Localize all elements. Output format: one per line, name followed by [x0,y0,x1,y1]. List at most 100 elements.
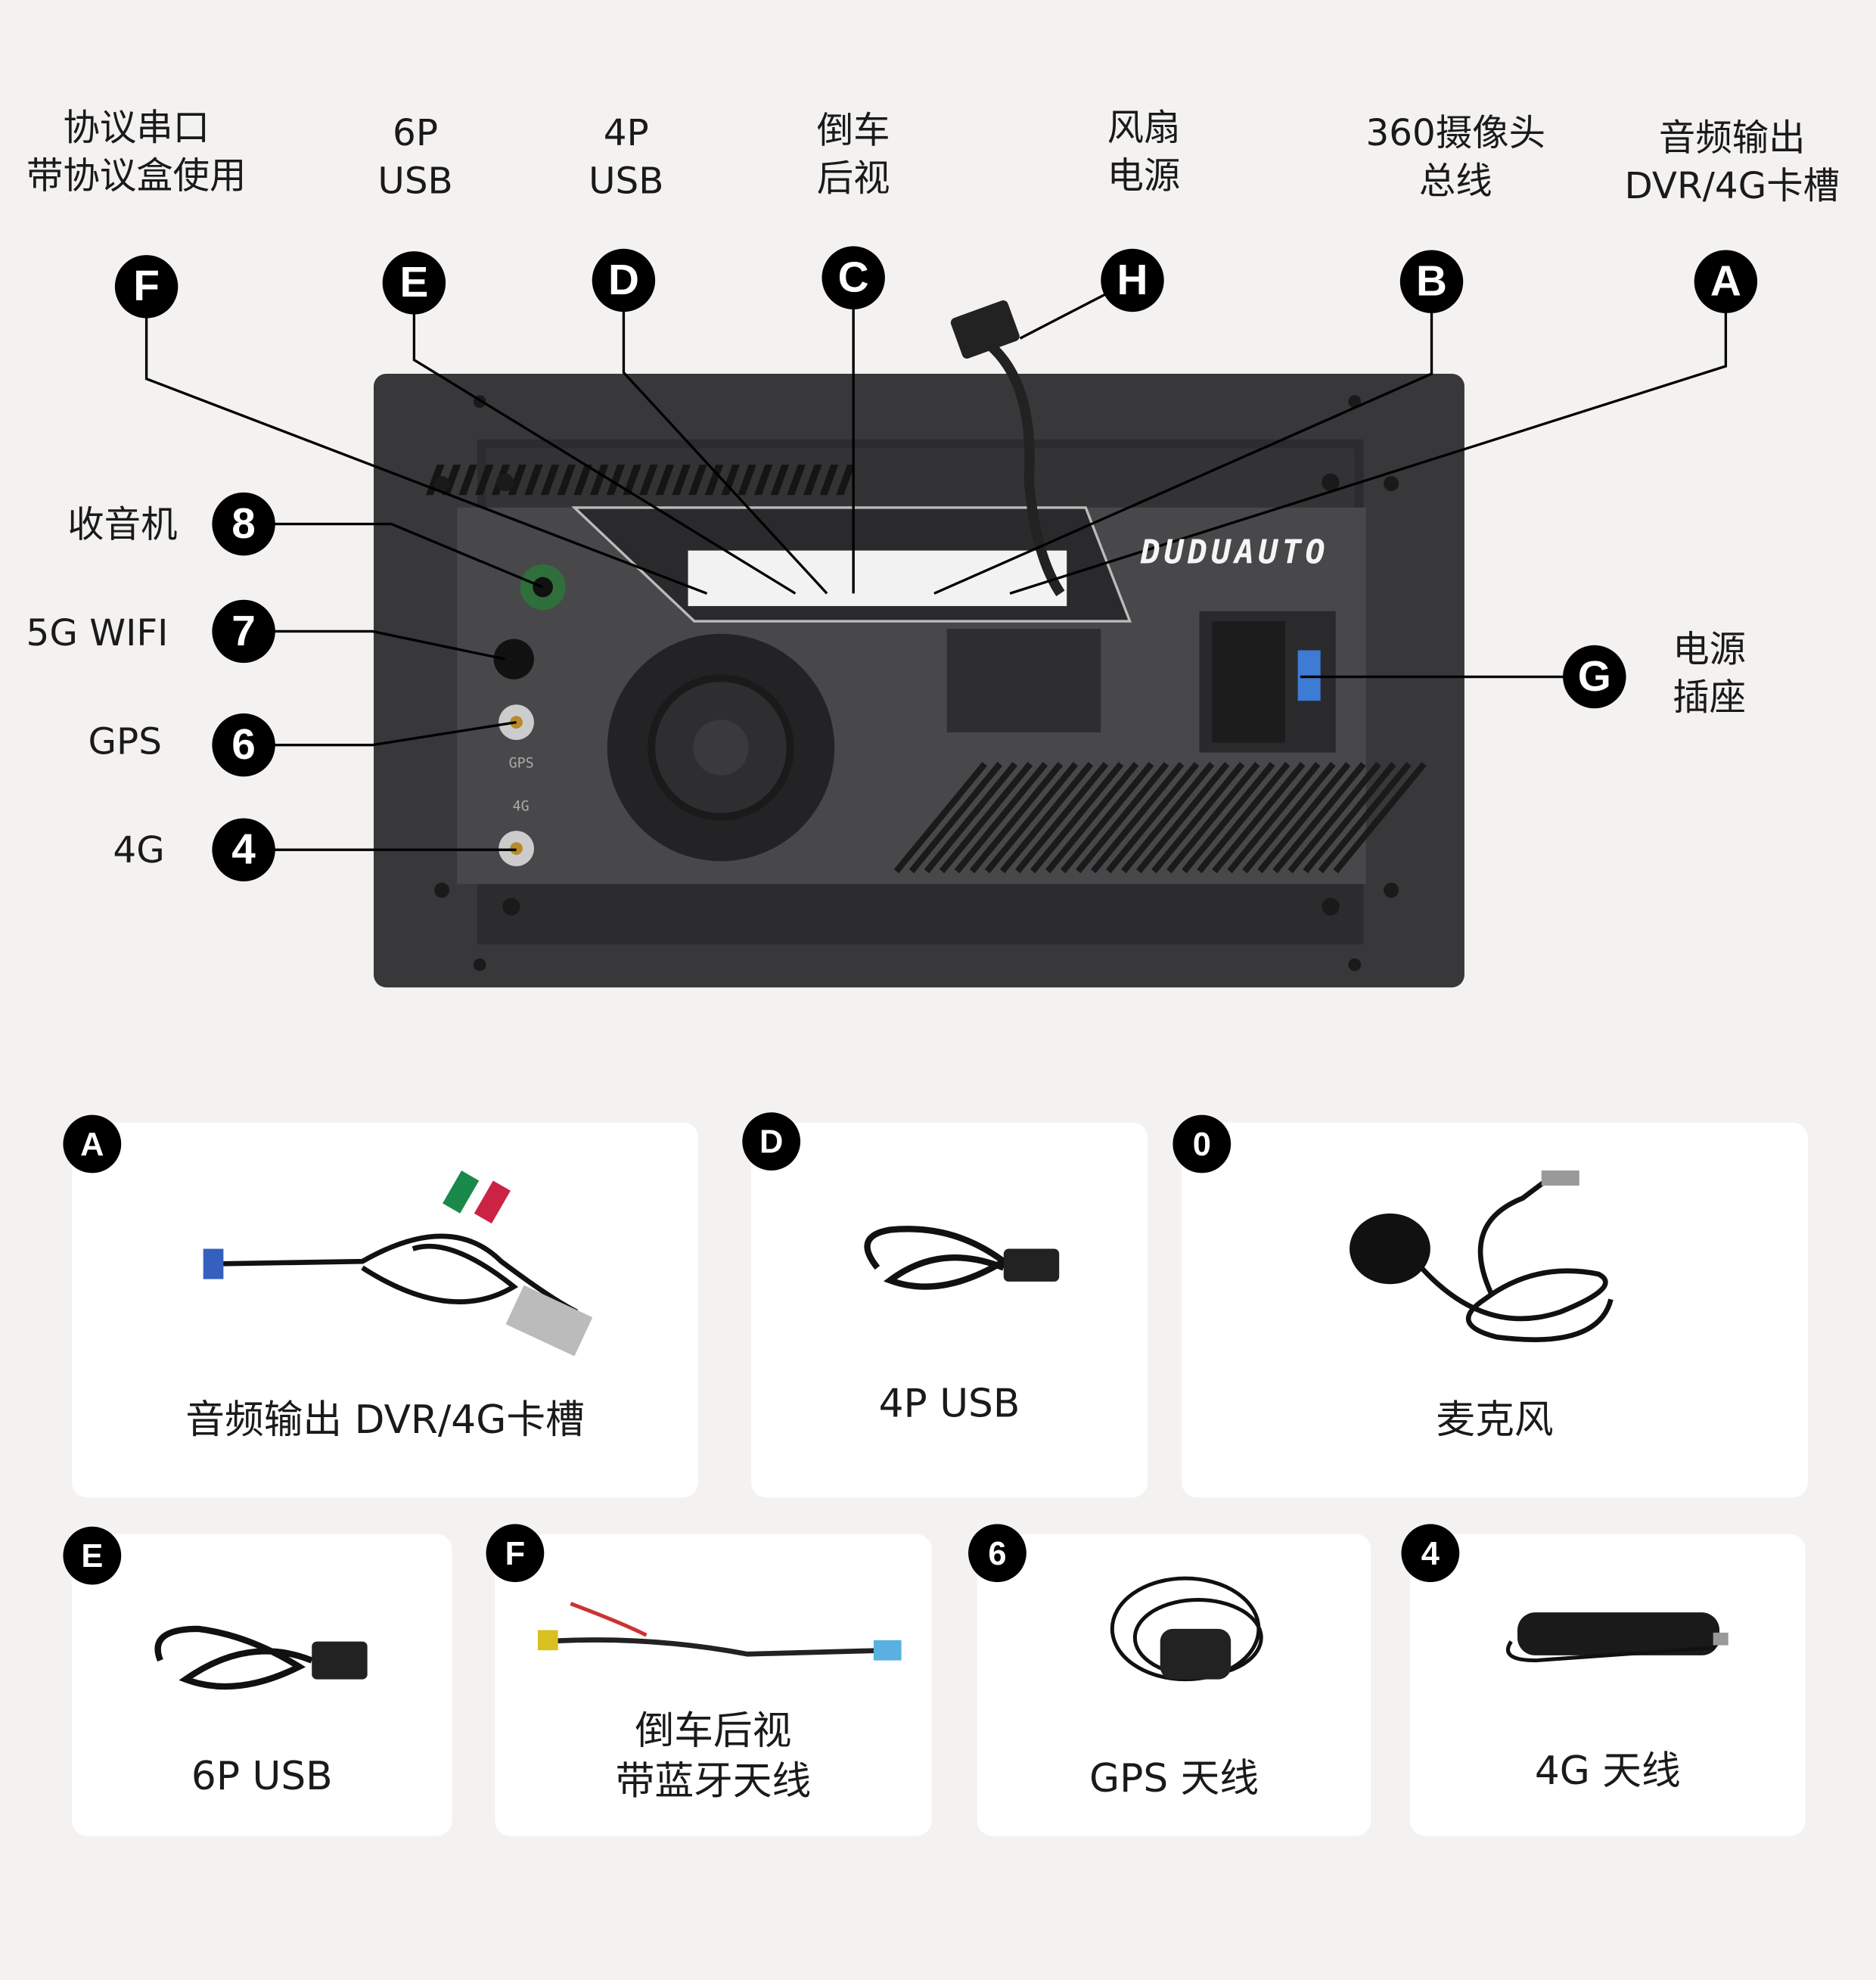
vent-slot [1197,762,1291,874]
card-4p-usb: 4P USB [750,1122,1148,1498]
vent-slot [738,465,756,496]
vent-slot [458,465,477,496]
card-label: GPS 天线 [1089,1756,1259,1802]
card-label: 6P USB [191,1754,333,1800]
vent-slot [836,465,855,496]
card-microphone: 麦克风 [1182,1122,1808,1498]
vent-slot [954,762,1048,874]
badge-4: 4 [1401,1524,1460,1583]
vent-slot [1030,762,1124,874]
label-4g: 4G [113,828,165,872]
marker-c: C [822,246,885,309]
vent-slot [672,465,691,496]
label-f: 协议串口带协议盒使用 [26,106,247,197]
marker-4: 4 [212,818,275,881]
vent-slot [639,465,658,496]
vent-slot [984,762,1079,874]
vent-slot [573,465,592,496]
vent-slot [589,465,609,496]
marker-7: 7 [212,599,275,664]
card-6p-usb: 6P USB [72,1534,452,1836]
vent-slot [1303,762,1396,874]
vent-slot [1287,762,1381,874]
card-label: 4P USB [878,1381,1020,1427]
vent-slot [924,762,1018,874]
vent-slot [1136,762,1230,874]
vent-slot [1272,762,1366,874]
port-label-gps: GPS [509,756,534,772]
vent-slot [704,465,724,496]
card-audio-harness: 音频输出 DVR/4G卡槽 [72,1122,698,1498]
marker-b: B [1399,250,1464,313]
vent-slot [1212,762,1306,874]
vent-slot [819,465,839,496]
vent-slot [1091,762,1185,874]
marker-d: D [592,248,656,312]
vent-slot [721,465,741,496]
vent-slot [1076,762,1169,874]
vent-slot [1257,762,1351,874]
vent-slot [770,465,790,496]
label-b: 360摄像头总线 [1365,110,1546,203]
device-rear-panel: /* vents drawn below */ GPS 4G DUDUAUTO [144,278,1728,988]
vent-slot [688,465,707,496]
port-label-4g: 4G [513,798,530,814]
vent-slot [908,762,1002,874]
vent-slot [606,465,626,496]
card-label: 倒车后视带蓝牙天线 [615,1708,812,1804]
marker-6: 6 [212,713,275,777]
vent-slot [655,465,675,496]
vent-slot [1166,762,1260,874]
marker-e: E [382,251,446,315]
vent-slot [1333,762,1427,874]
marker-g: G [1563,645,1626,709]
vent-slot [1060,762,1154,874]
vent-slot [1106,762,1200,874]
marker-h: H [1101,248,1164,312]
vent-slot [475,465,494,496]
vent-slot [787,465,806,496]
label-c: 倒车后视 [816,108,890,200]
badge-f: F [486,1524,545,1583]
vent-slot [557,465,576,496]
vent-slot [1014,762,1109,874]
marker-a: A [1694,250,1758,313]
badge-d: D [742,1112,801,1171]
vent-slot [999,762,1094,874]
label-power: 电源插座 [1673,627,1747,719]
vent-slot [623,465,641,496]
card-label: 音频输出 DVR/4G卡槽 [185,1397,585,1444]
card-label: 4G 天线 [1534,1748,1681,1795]
vent-slot [1121,762,1215,874]
vent-slot [540,465,560,496]
card-label: 麦克风 [1436,1397,1554,1444]
vent-slot [939,762,1033,874]
vent-slot [1182,762,1275,874]
brand-logo: DUDUAUTO [1140,533,1329,571]
vent-slot [1227,762,1321,874]
label-radio: 收音机 [67,502,178,546]
marker-8: 8 [212,492,275,556]
card-gps-antenna: GPS 天线 [977,1534,1371,1836]
vent-slot [1045,762,1139,874]
label-gps: GPS [88,720,162,763]
vent-slot [893,762,987,874]
badge-6: 6 [968,1524,1027,1583]
vent-slot [803,465,822,496]
badge-a: A [63,1114,122,1173]
vent-slot [969,762,1064,874]
card-4g-antenna: 4G 天线 [1410,1534,1806,1836]
vent-slot [753,465,773,496]
badge-0: 0 [1172,1114,1232,1173]
vent-slot [508,465,527,496]
label-h: 风扇电源 [1107,106,1181,197]
label-5g-wifi: 5G WIFI [26,611,169,654]
vent-slot [1151,762,1245,874]
marker-f: F [114,255,179,319]
card-reverse-camera: 倒车后视带蓝牙天线 [495,1534,932,1836]
vent-slot [1242,762,1336,874]
